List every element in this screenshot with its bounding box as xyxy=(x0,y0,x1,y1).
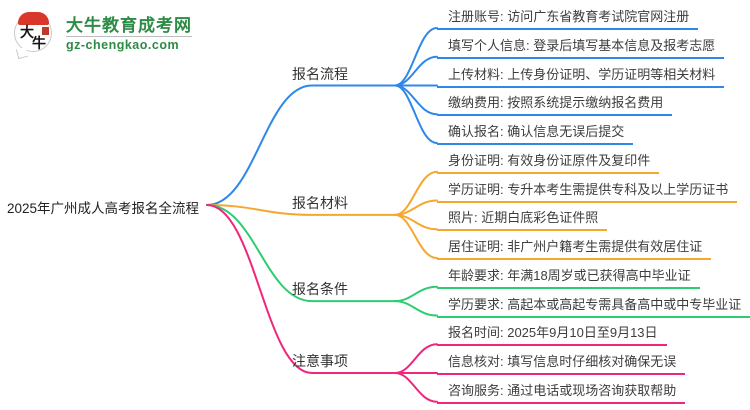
leaf-node: 居住证明: 非广州户籍考生需提供有效居住证 xyxy=(437,237,712,260)
logo-text-block: 大牛教育成考网 gz-chengkao.com xyxy=(66,15,192,53)
leaf-node: 上传材料: 上传身份证明、学历证明等相关材料 xyxy=(437,65,725,88)
leaf-node: 报名时间: 2025年9月10日至9月13日 xyxy=(437,323,667,347)
logo-badge-char1: 大 xyxy=(20,24,34,40)
connector-line xyxy=(394,372,438,403)
connector-line xyxy=(394,84,438,116)
branch-label-notes: 注意事项 xyxy=(292,353,348,369)
connector-line xyxy=(394,300,438,317)
connector-line xyxy=(394,27,438,87)
logo-site-name: 大牛教育成考网 xyxy=(66,16,192,35)
leaf-node: 身份证明: 有效身份证原件及复印件 xyxy=(437,151,660,174)
logo-badge-char2: 牛 xyxy=(32,35,46,51)
logo-badge-icon: 大 牛 xyxy=(14,12,58,60)
logo-seal-icon xyxy=(42,27,49,35)
leaf-node: 缴纳费用: 按照系统提示缴纳报名费用 xyxy=(437,93,673,117)
connector-line xyxy=(206,204,396,374)
connector-line xyxy=(394,213,438,259)
branch-label-materials: 报名材料 xyxy=(292,194,348,211)
leaf-node: 咨询服务: 通过电话或现场咨询获取帮助 xyxy=(437,381,686,404)
branch-label-process: 报名流程 xyxy=(292,65,348,82)
leaf-node: 学历证明: 专升本考生需提供专科及以上学历证书 xyxy=(437,180,738,203)
leaf-node: 照片: 近期白底彩色证件照 xyxy=(437,208,608,232)
site-logo: 大 牛 大牛教育成考网 gz-chengkao.com xyxy=(14,12,192,60)
connector-line xyxy=(394,84,438,144)
logo-site-domain: gz-chengkao.com xyxy=(66,36,192,53)
leaf-node: 信息核对: 填写信息时仔细核对确保无误 xyxy=(437,352,686,375)
leaf-node: 填写个人信息: 登录后填写基本信息及报考志愿 xyxy=(437,36,725,59)
connector-line xyxy=(206,204,396,216)
connector-line xyxy=(206,204,396,303)
leaf-node: 注册账号: 访问广东省教育考试院官网注册 xyxy=(437,7,699,30)
connector-line xyxy=(394,55,438,87)
connector-line xyxy=(206,84,396,206)
leaf-node: 确认报名: 确认信息无误后提交 xyxy=(437,122,634,145)
leaf-node: 学历要求: 高起本或高起专需具备高中或中专毕业证 xyxy=(437,295,750,318)
branch-label-requirements: 报名条件 xyxy=(292,281,348,298)
connector-line xyxy=(394,343,438,374)
leaf-node: 年龄要求: 年满18周岁或已获得高中毕业证 xyxy=(437,266,700,289)
logo-red-cap xyxy=(18,12,49,25)
root-node-title: 2025年广州成人高考报名全流程 xyxy=(7,201,200,216)
connector-line xyxy=(394,285,438,303)
